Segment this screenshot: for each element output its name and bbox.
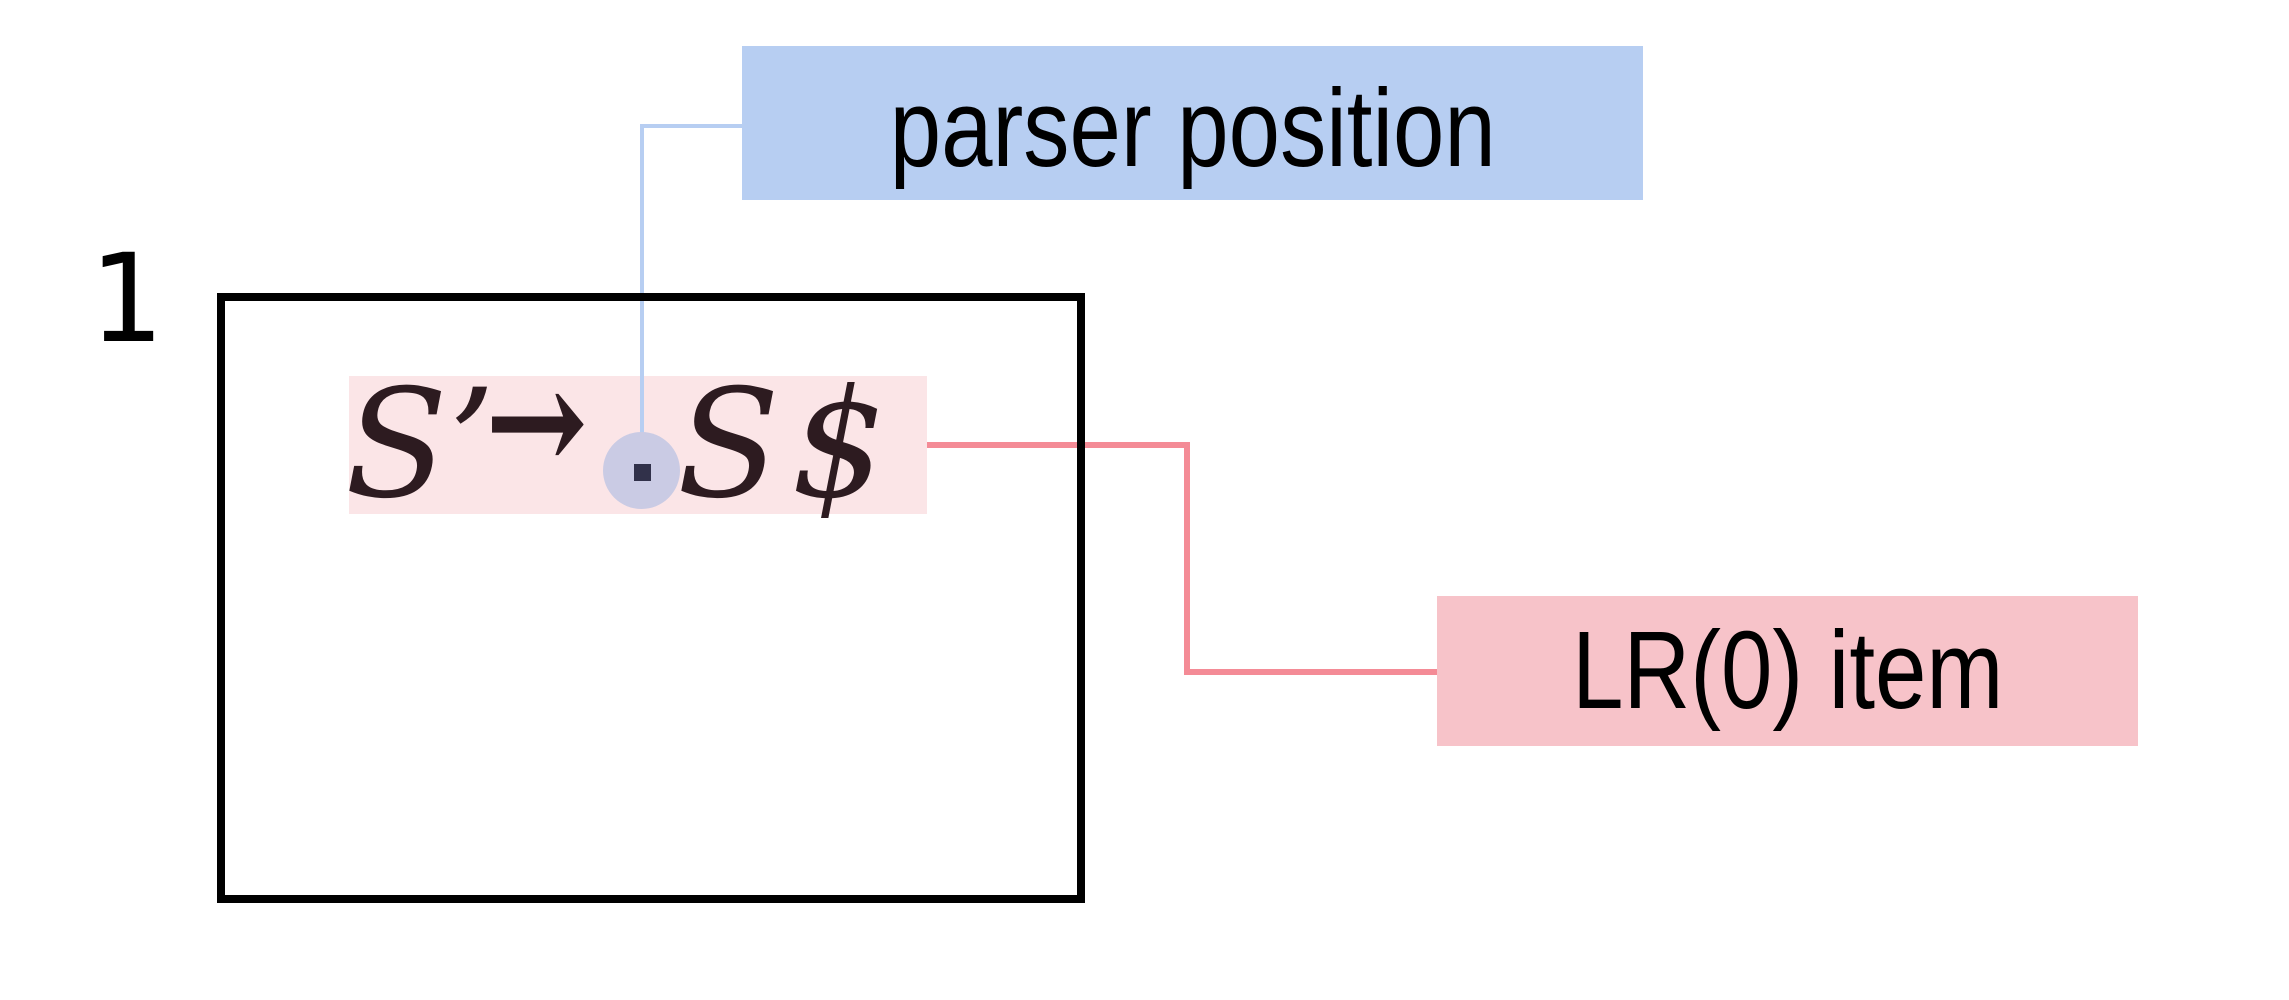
item-production-arrow: → bbox=[485, 333, 589, 509]
lr0-item-connector-segment-3 bbox=[1184, 669, 1437, 675]
parser-position-label: parser position bbox=[742, 46, 1643, 200]
item-end-marker: $ bbox=[791, 358, 887, 532]
parser-position-label-text: parser position bbox=[889, 67, 1496, 190]
item-lhs-symbol: S’ bbox=[345, 358, 496, 532]
lr0-item-label-text: LR(0) item bbox=[1571, 609, 2004, 732]
lr0-item-connector-segment-1 bbox=[927, 442, 1190, 448]
lr0-item-connector-segment-2 bbox=[1184, 442, 1190, 675]
state-number: 1 bbox=[88, 228, 162, 370]
parser-position-dot bbox=[634, 464, 651, 481]
item-rhs-symbol: S bbox=[677, 358, 780, 532]
parser-position-connector-horizontal bbox=[640, 124, 744, 128]
parser-position-dot-circle bbox=[603, 432, 680, 509]
lr0-item-label: LR(0) item bbox=[1437, 596, 2138, 746]
state-box bbox=[217, 293, 1085, 903]
